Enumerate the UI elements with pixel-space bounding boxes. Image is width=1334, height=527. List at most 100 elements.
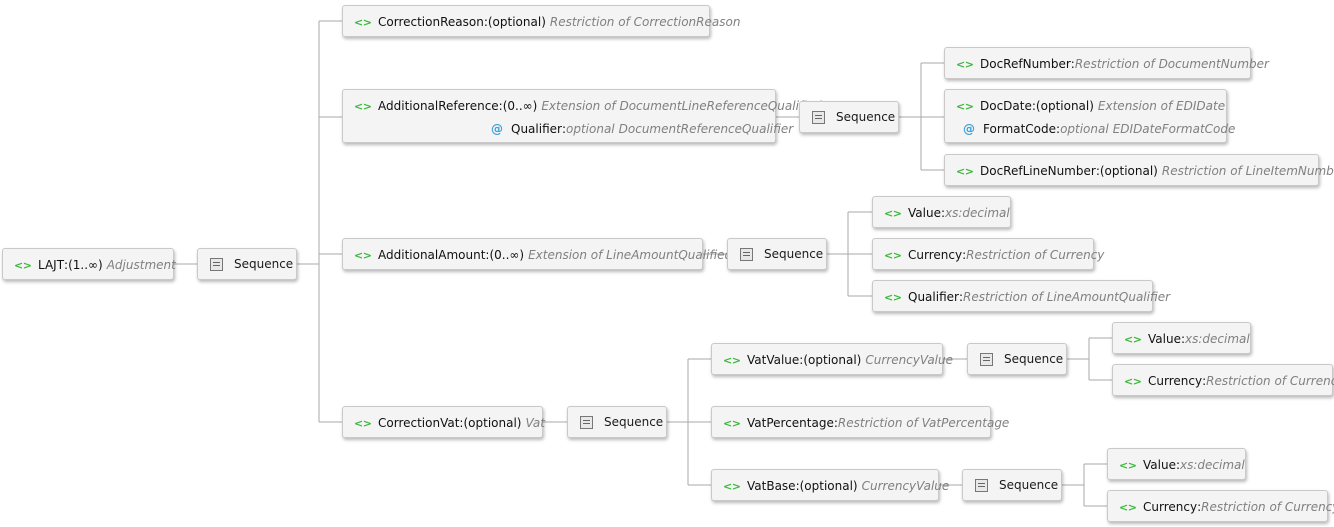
element-type: xs:decimal	[945, 206, 1010, 220]
element-aa-value[interactable]: <> Value : xs:decimal	[872, 196, 1011, 228]
sequence-vat-base[interactable]: Sequence	[962, 469, 1062, 501]
root-element-lajt[interactable]: <> LAJT : (1..∞) Adjustment	[2, 248, 176, 280]
element-icon: <>	[956, 57, 974, 71]
element-icon: <>	[723, 479, 741, 493]
element-name: DocRefNumber	[980, 57, 1071, 71]
element-name: DocDate	[980, 99, 1032, 113]
element-name: AdditionalAmount	[378, 248, 486, 262]
element-icon: <>	[1119, 500, 1137, 514]
element-vb-value[interactable]: <> Value : xs:decimal	[1107, 448, 1246, 480]
element-icon: <>	[884, 290, 902, 304]
sequence-vat-value[interactable]: Sequence	[967, 343, 1067, 375]
element-name: Currency	[1143, 500, 1198, 514]
element-correction-vat[interactable]: <> CorrectionVat : (optional) Vat	[342, 406, 545, 438]
element-type: Restriction of DocumentNumber	[1074, 57, 1269, 71]
element-icon: <>	[956, 164, 974, 178]
attribute-use: optional	[566, 122, 615, 136]
element-vb-currency[interactable]: <> Currency : Restriction of Currency	[1107, 490, 1334, 522]
element-name: Currency	[1148, 374, 1203, 388]
sequence-label: Sequence	[836, 110, 896, 124]
attribute-type: DocumentReferenceQualifier	[618, 122, 794, 136]
element-name: VatValue	[747, 353, 800, 367]
sequence-root[interactable]: Sequence	[197, 248, 297, 280]
separator: :	[940, 206, 945, 220]
element-vat-percentage[interactable]: <> VatPercentage : Restriction of VatPer…	[711, 406, 1009, 438]
sequence-additional-amount[interactable]: Sequence	[727, 238, 827, 270]
attribute-name: Qualifier	[511, 122, 562, 136]
element-type: Restriction of Currency	[966, 248, 1105, 262]
element-type: CurrencyValue	[861, 479, 950, 493]
element-type: Restriction of LineItemNumber	[1161, 164, 1334, 178]
element-doc-ref-number[interactable]: <> DocRefNumber : Restriction of Documen…	[944, 47, 1269, 79]
sequence-additional-reference[interactable]: Sequence	[799, 101, 899, 133]
separator: :	[64, 258, 69, 272]
element-icon: <>	[723, 416, 741, 430]
element-aa-currency[interactable]: <> Currency : Restriction of Currency	[872, 238, 1104, 270]
element-name: CorrectionReason	[378, 15, 484, 29]
sequence-icon	[580, 416, 593, 429]
sequence-label: Sequence	[604, 415, 664, 429]
element-additional-reference[interactable]: <> AdditionalReference : (0..∞) Extensio…	[342, 89, 822, 143]
sequence-icon	[210, 258, 223, 271]
element-vat-value[interactable]: <> VatValue : (optional) CurrencyValue	[711, 343, 953, 375]
element-name: LAJT	[38, 258, 65, 272]
element-occurs: (optional)	[1099, 164, 1158, 178]
element-occurs: (1..∞)	[68, 258, 103, 272]
element-aa-qualifier[interactable]: <> Qualifier : Restriction of LineAmount…	[872, 280, 1170, 312]
sequence-label: Sequence	[1004, 352, 1064, 366]
element-name: CorrectionVat	[378, 416, 460, 430]
element-name: Value	[908, 206, 941, 220]
element-type: xs:decimal	[1185, 332, 1250, 346]
element-name: AdditionalReference	[378, 99, 499, 113]
sequence-label: Sequence	[234, 257, 294, 271]
element-occurs: (optional)	[1035, 99, 1094, 113]
separator: :	[561, 122, 566, 136]
element-additional-amount[interactable]: <> AdditionalAmount : (0..∞) Extension o…	[342, 238, 732, 270]
element-correction-reason[interactable]: <> CorrectionReason : (optional) Restric…	[342, 5, 740, 37]
separator: :	[962, 248, 967, 262]
separator: :	[1202, 374, 1207, 388]
element-occurs: (optional)	[463, 416, 522, 430]
element-icon: <>	[1119, 458, 1137, 472]
element-type: Extension of LineAmountQualified	[528, 248, 733, 262]
sequence-correction-vat[interactable]: Sequence	[567, 406, 667, 438]
element-type: Restriction of VatPercentage	[837, 416, 1010, 430]
separator: :	[498, 99, 503, 113]
element-name: Qualifier	[908, 290, 959, 304]
separator: :	[1095, 164, 1100, 178]
element-name: VatPercentage	[747, 416, 834, 430]
separator: :	[1031, 99, 1036, 113]
separator: :	[799, 353, 804, 367]
element-type: Restriction of Currency	[1206, 374, 1334, 388]
element-icon: <>	[354, 416, 372, 430]
separator: :	[1197, 500, 1202, 514]
element-icon: <>	[884, 248, 902, 262]
sequence-icon	[980, 353, 993, 366]
attribute-name: FormatCode	[983, 122, 1057, 136]
element-type: xs:decimal	[1180, 458, 1245, 472]
element-type: CurrencyValue	[865, 353, 953, 367]
separator: :	[1175, 458, 1180, 472]
sequence-icon	[740, 248, 753, 261]
element-icon: <>	[14, 258, 32, 272]
element-vv-value[interactable]: <> Value : xs:decimal	[1112, 322, 1251, 354]
separator: :	[483, 15, 488, 29]
element-occurs: (optional)	[803, 353, 862, 367]
element-icon: <>	[354, 15, 372, 29]
element-occurs: (optional)	[487, 15, 546, 29]
attribute-icon: @	[491, 122, 503, 136]
sequence-label: Sequence	[764, 247, 824, 261]
separator: :	[958, 290, 963, 304]
element-icon: <>	[723, 353, 741, 367]
element-type: Extension of DocumentLineReferenceQualif…	[541, 99, 822, 113]
sequence-icon	[812, 111, 825, 124]
attribute-type: EDIDateFormatCode	[1112, 122, 1236, 136]
element-type: Adjustment	[106, 258, 176, 272]
element-name: Value	[1148, 332, 1181, 346]
element-vat-base[interactable]: <> VatBase : (optional) CurrencyValue	[711, 469, 949, 501]
element-icon: <>	[884, 206, 902, 220]
element-doc-ref-line-number[interactable]: <> DocRefLineNumber : (optional) Restric…	[944, 154, 1334, 186]
element-doc-date[interactable]: <> DocDate : (optional) Extension of EDI…	[944, 89, 1235, 143]
element-vv-currency[interactable]: <> Currency : Restriction of Currency	[1112, 364, 1334, 396]
